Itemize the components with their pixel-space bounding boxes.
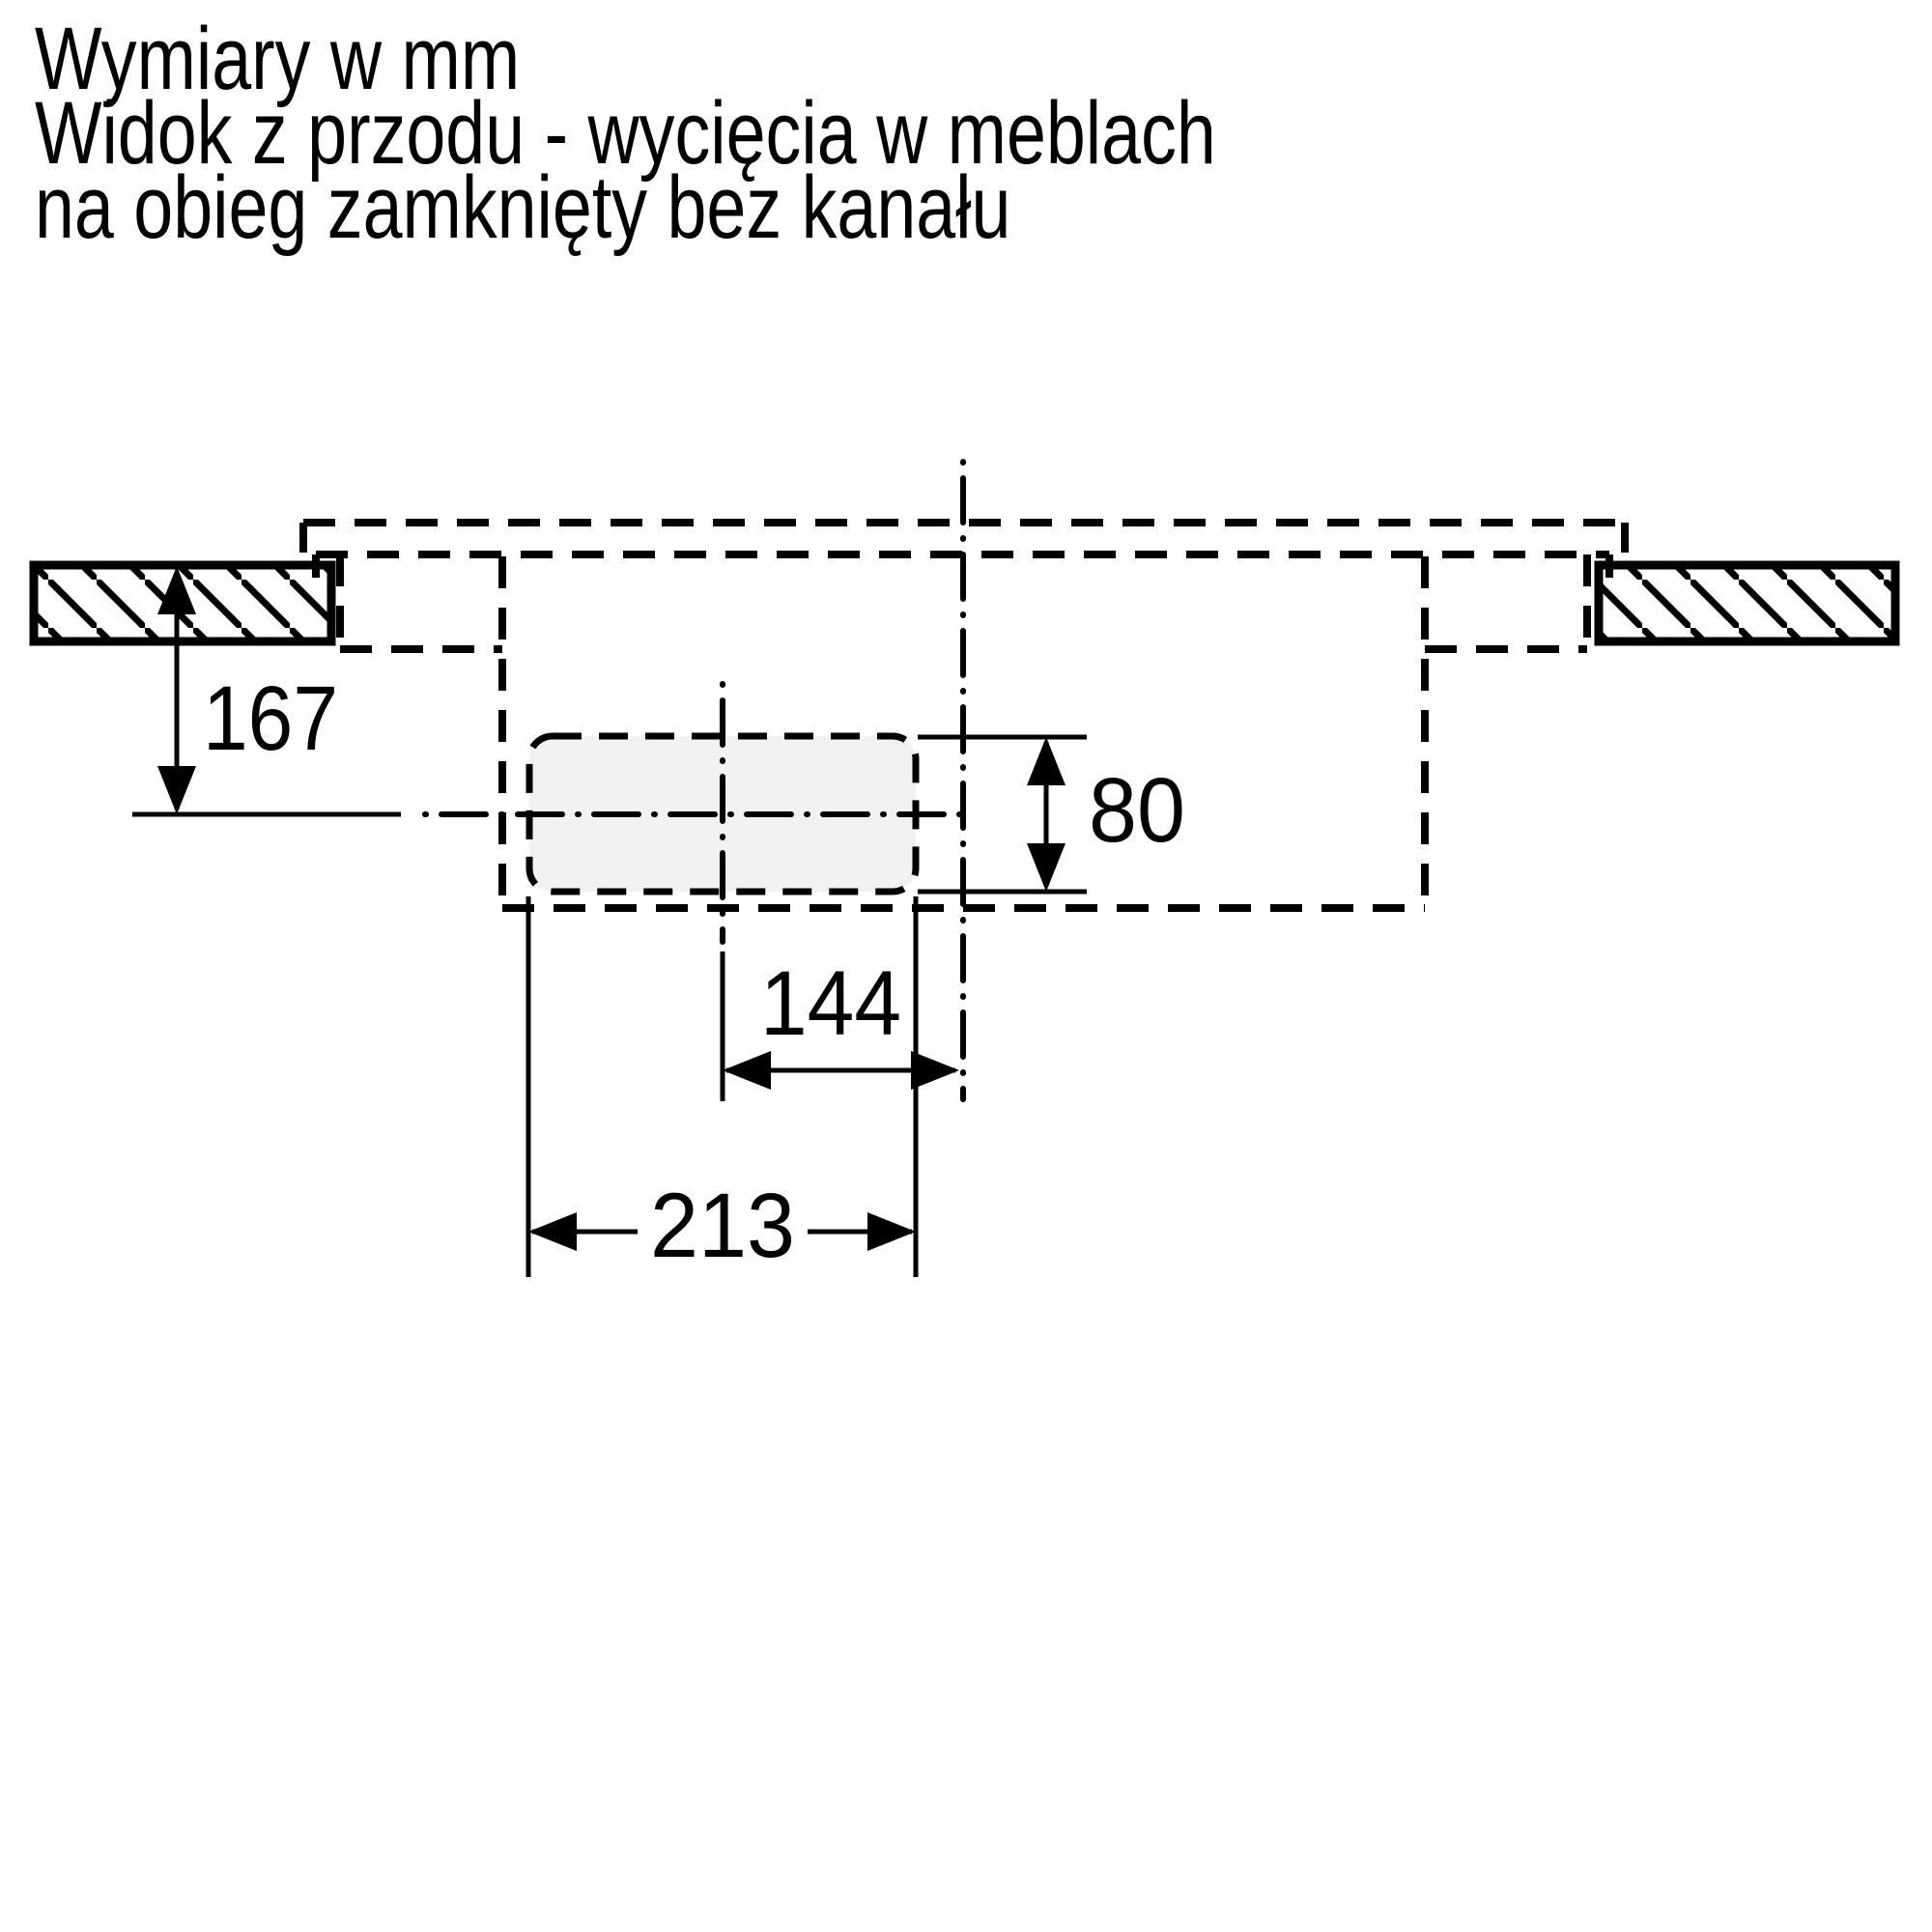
dimension-80: 80 — [918, 734, 1185, 895]
arrowhead-right-144 — [911, 1051, 959, 1090]
diagram-title: Wymiary w mm Widok z przodu - wycięcia w… — [35, 9, 1216, 257]
dimension-label-80: 80 — [1089, 759, 1185, 862]
dimension-167: 167 — [132, 566, 401, 817]
dimension-label-167: 167 — [203, 668, 338, 770]
arrowhead-left-213 — [528, 1212, 577, 1251]
dimension-213: 213 — [526, 896, 919, 1277]
arrowhead-left-144 — [723, 1051, 771, 1090]
title-line-1: Wymiary w mm — [35, 9, 520, 108]
arrowhead-down-167 — [157, 766, 196, 814]
title-line-2: Widok z przodu - wycięcia w meblach — [35, 83, 1216, 183]
arrowhead-down-80 — [1027, 843, 1065, 892]
dimension-label-144: 144 — [760, 952, 901, 1055]
arrowhead-right-213 — [867, 1212, 916, 1251]
arrowhead-up-80 — [1027, 737, 1065, 785]
title-line-3: na obieg zamknięty bez kanału — [35, 157, 1010, 257]
worktop-cross-section-right — [1594, 560, 1900, 646]
center-lines — [422, 459, 966, 1102]
arrowhead-up-167 — [157, 566, 196, 614]
dimension-label-213: 213 — [650, 1175, 795, 1277]
dimension-144: 144 — [720, 952, 959, 1101]
